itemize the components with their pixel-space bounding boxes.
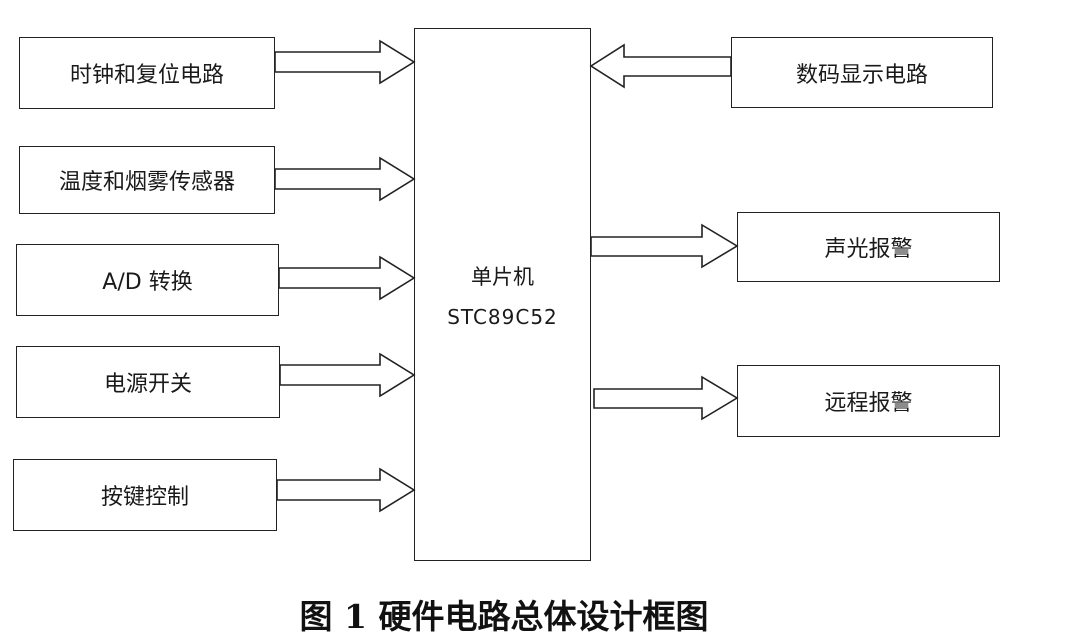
arrow-clock-to-mcu xyxy=(274,39,416,85)
power-switch-label: 电源开关 xyxy=(103,372,192,397)
digital-display-label: 数码显示电路 xyxy=(795,62,928,88)
arrow-display-to-mcu xyxy=(589,43,732,89)
ad-conversion-label: A/D 转换 xyxy=(102,270,193,295)
remote-alarm-label: 远程报警 xyxy=(824,391,913,416)
figure-caption: 图 1 硬件电路总体设计框图 xyxy=(299,597,709,636)
mcu-model: STC89C52 xyxy=(447,304,558,329)
sound-light-alarm-label: 声光报警 xyxy=(824,237,913,262)
arrow-sensor-to-mcu xyxy=(274,156,416,202)
digital-display-box: 数码显示电路 xyxy=(731,37,993,108)
mcu-name: 单片机 xyxy=(471,264,534,289)
arrow-mcu-to-remote-alarm xyxy=(593,375,739,421)
key-control-box: 按键控制 xyxy=(13,459,277,531)
sound-light-alarm-box: 声光报警 xyxy=(737,212,1000,282)
clock-reset-circuit-label: 时钟和复位电路 xyxy=(69,63,224,88)
arrow-ad-to-mcu xyxy=(278,255,416,301)
arrow-keys-to-mcu xyxy=(276,467,416,513)
clock-reset-circuit-box: 时钟和复位电路 xyxy=(19,37,275,109)
ad-conversion-box: A/D 转换 xyxy=(16,244,279,316)
key-control-label: 按键控制 xyxy=(100,485,189,510)
arrow-power-to-mcu xyxy=(279,352,416,398)
mcu-box: 单片机 STC89C52 xyxy=(414,28,591,561)
remote-alarm-box: 远程报警 xyxy=(737,365,1000,437)
arrow-mcu-to-sound-light-alarm xyxy=(590,223,739,269)
temp-smoke-sensor-box: 温度和烟雾传感器 xyxy=(19,146,275,214)
power-switch-box: 电源开关 xyxy=(16,346,280,418)
temp-smoke-sensor-label: 温度和烟雾传感器 xyxy=(58,170,235,195)
